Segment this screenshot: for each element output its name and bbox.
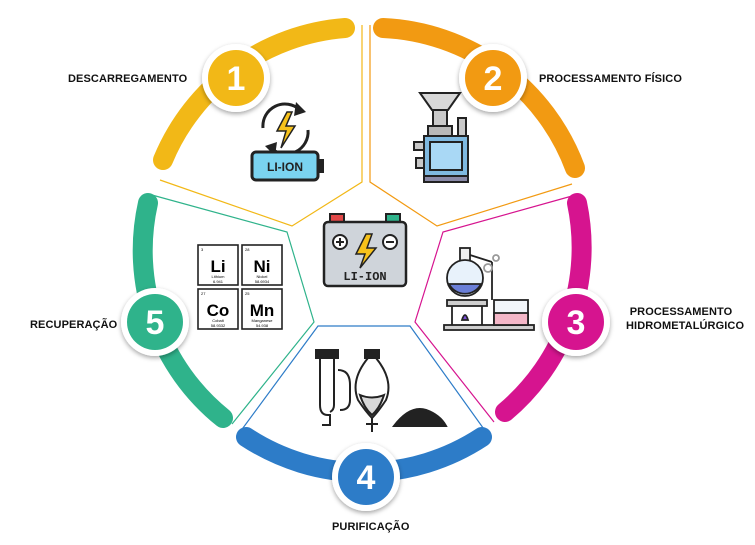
element-li: 3 Li Lithium 6.941 [197, 244, 239, 286]
svg-text:27: 27 [201, 291, 206, 296]
periodic-elements-icon: 3 Li Lithium 6.941 28 Ni Nickel 58.6934 … [197, 244, 283, 330]
svg-text:6.941: 6.941 [213, 279, 224, 284]
svg-text:Li: Li [210, 257, 225, 276]
step-3-badge: 3 [542, 288, 610, 356]
step-4-badge: 4 [332, 443, 400, 511]
step-5-badge: 5 [121, 288, 189, 356]
svg-text:25: 25 [245, 291, 250, 296]
svg-text:58.9332: 58.9332 [211, 323, 226, 328]
inner-segments [151, 25, 573, 433]
svg-text:Lithium: Lithium [212, 274, 226, 279]
segment-3-outline [414, 195, 573, 423]
svg-text:Ni: Ni [254, 257, 271, 276]
segment-4-outline [239, 325, 487, 433]
step-1-badge: 1 [202, 44, 270, 112]
battery-icon: LI-ION [322, 213, 408, 288]
element-co: 27 Co Cobalt 58.9332 [197, 288, 239, 330]
element-mn: 25 Mn Manganese 54.938 [241, 288, 283, 330]
element-ni: 28 Ni Nickel 58.6934 [241, 244, 283, 286]
svg-text:Mn: Mn [250, 301, 275, 320]
step-5-number: 5 [146, 304, 165, 342]
center-battery-text: LI-ION [343, 270, 386, 284]
separation-funnel-icon [315, 349, 448, 432]
segment-2-outline [369, 25, 573, 227]
step-2-badge: 2 [459, 44, 527, 112]
step-1-battery-text: LI-ION [267, 160, 303, 174]
shredder-machine-icon [413, 92, 469, 183]
segment-5-outline [151, 194, 315, 425]
step-4-label: PURIFICAÇÃO [332, 521, 410, 533]
step-2-label: PROCESSAMENTO FÍSICO [539, 73, 682, 85]
step-2-number: 2 [484, 60, 503, 98]
svg-text:54.938: 54.938 [256, 323, 269, 328]
battery-recharge-icon: LI-ION [250, 102, 324, 182]
svg-text:Cobalt: Cobalt [212, 318, 224, 323]
svg-text:28: 28 [245, 247, 250, 252]
svg-text:Co: Co [207, 301, 230, 320]
svg-text:58.6934: 58.6934 [255, 279, 270, 284]
step-3-label-line1: PROCESSAMENTO [629, 306, 733, 318]
step-4-number: 4 [357, 459, 376, 497]
step-1-number: 1 [227, 60, 246, 98]
lab-flasks-icon [443, 247, 535, 331]
step-3-label-line2: HIDROMETALÚRGICO [626, 320, 745, 332]
segment-1-outline [159, 25, 363, 227]
svg-text:Manganese: Manganese [252, 318, 274, 323]
step-5-label: RECUPERAÇÃO [30, 319, 118, 331]
step-3-number: 3 [567, 304, 586, 342]
svg-text:3: 3 [201, 247, 204, 252]
step-3-label: PROCESSAMENTO HIDROMETALÚRGICO [626, 305, 745, 333]
svg-text:Nickel: Nickel [257, 274, 268, 279]
step-1-label: DESCARREGAMENTO [68, 73, 188, 85]
